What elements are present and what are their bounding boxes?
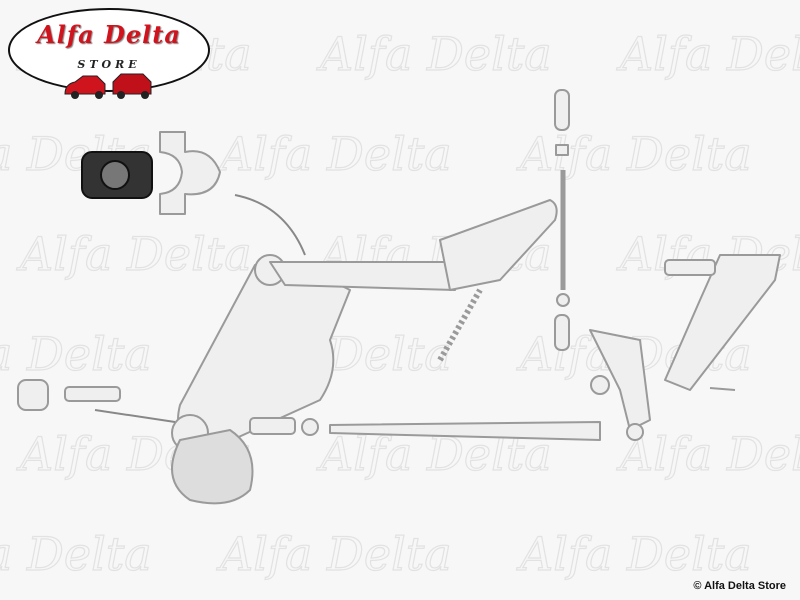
watermark-text: Alfa Delta	[216, 527, 452, 581]
watermark-text: Alfa Delta	[0, 327, 152, 381]
watermark-text: Alfa Delta	[616, 27, 800, 81]
bush-clamp	[159, 131, 221, 215]
cross-shaft	[269, 261, 456, 291]
store-logo[interactable]: Alfa Delta STORE	[8, 8, 210, 100]
watermark-text: Alfa Delta	[216, 127, 452, 181]
watermark-text: Alfa Delta	[616, 427, 800, 481]
logo-subtitle: STORE	[77, 58, 141, 71]
watermark-text: Alfa Delta	[516, 127, 752, 181]
pin	[64, 386, 121, 402]
copyright-text: © Alfa Delta Store	[693, 580, 786, 592]
spring	[437, 288, 483, 362]
watermark-text: Alfa Delta	[316, 27, 552, 81]
logo-title: Alfa Delta	[37, 20, 181, 49]
watermark-text: Alfa Delta	[0, 527, 152, 581]
watermark-text: Alfa Delta	[516, 527, 752, 581]
right-bracket	[664, 254, 781, 391]
logo-oval	[8, 8, 210, 92]
cars-icon	[64, 73, 152, 99]
pedestal	[171, 429, 254, 505]
bush	[17, 379, 49, 411]
watermark-text: Alfa Delta	[16, 227, 252, 281]
tie-rod	[329, 421, 601, 441]
bracket	[439, 199, 558, 291]
ball-joint	[554, 89, 570, 131]
